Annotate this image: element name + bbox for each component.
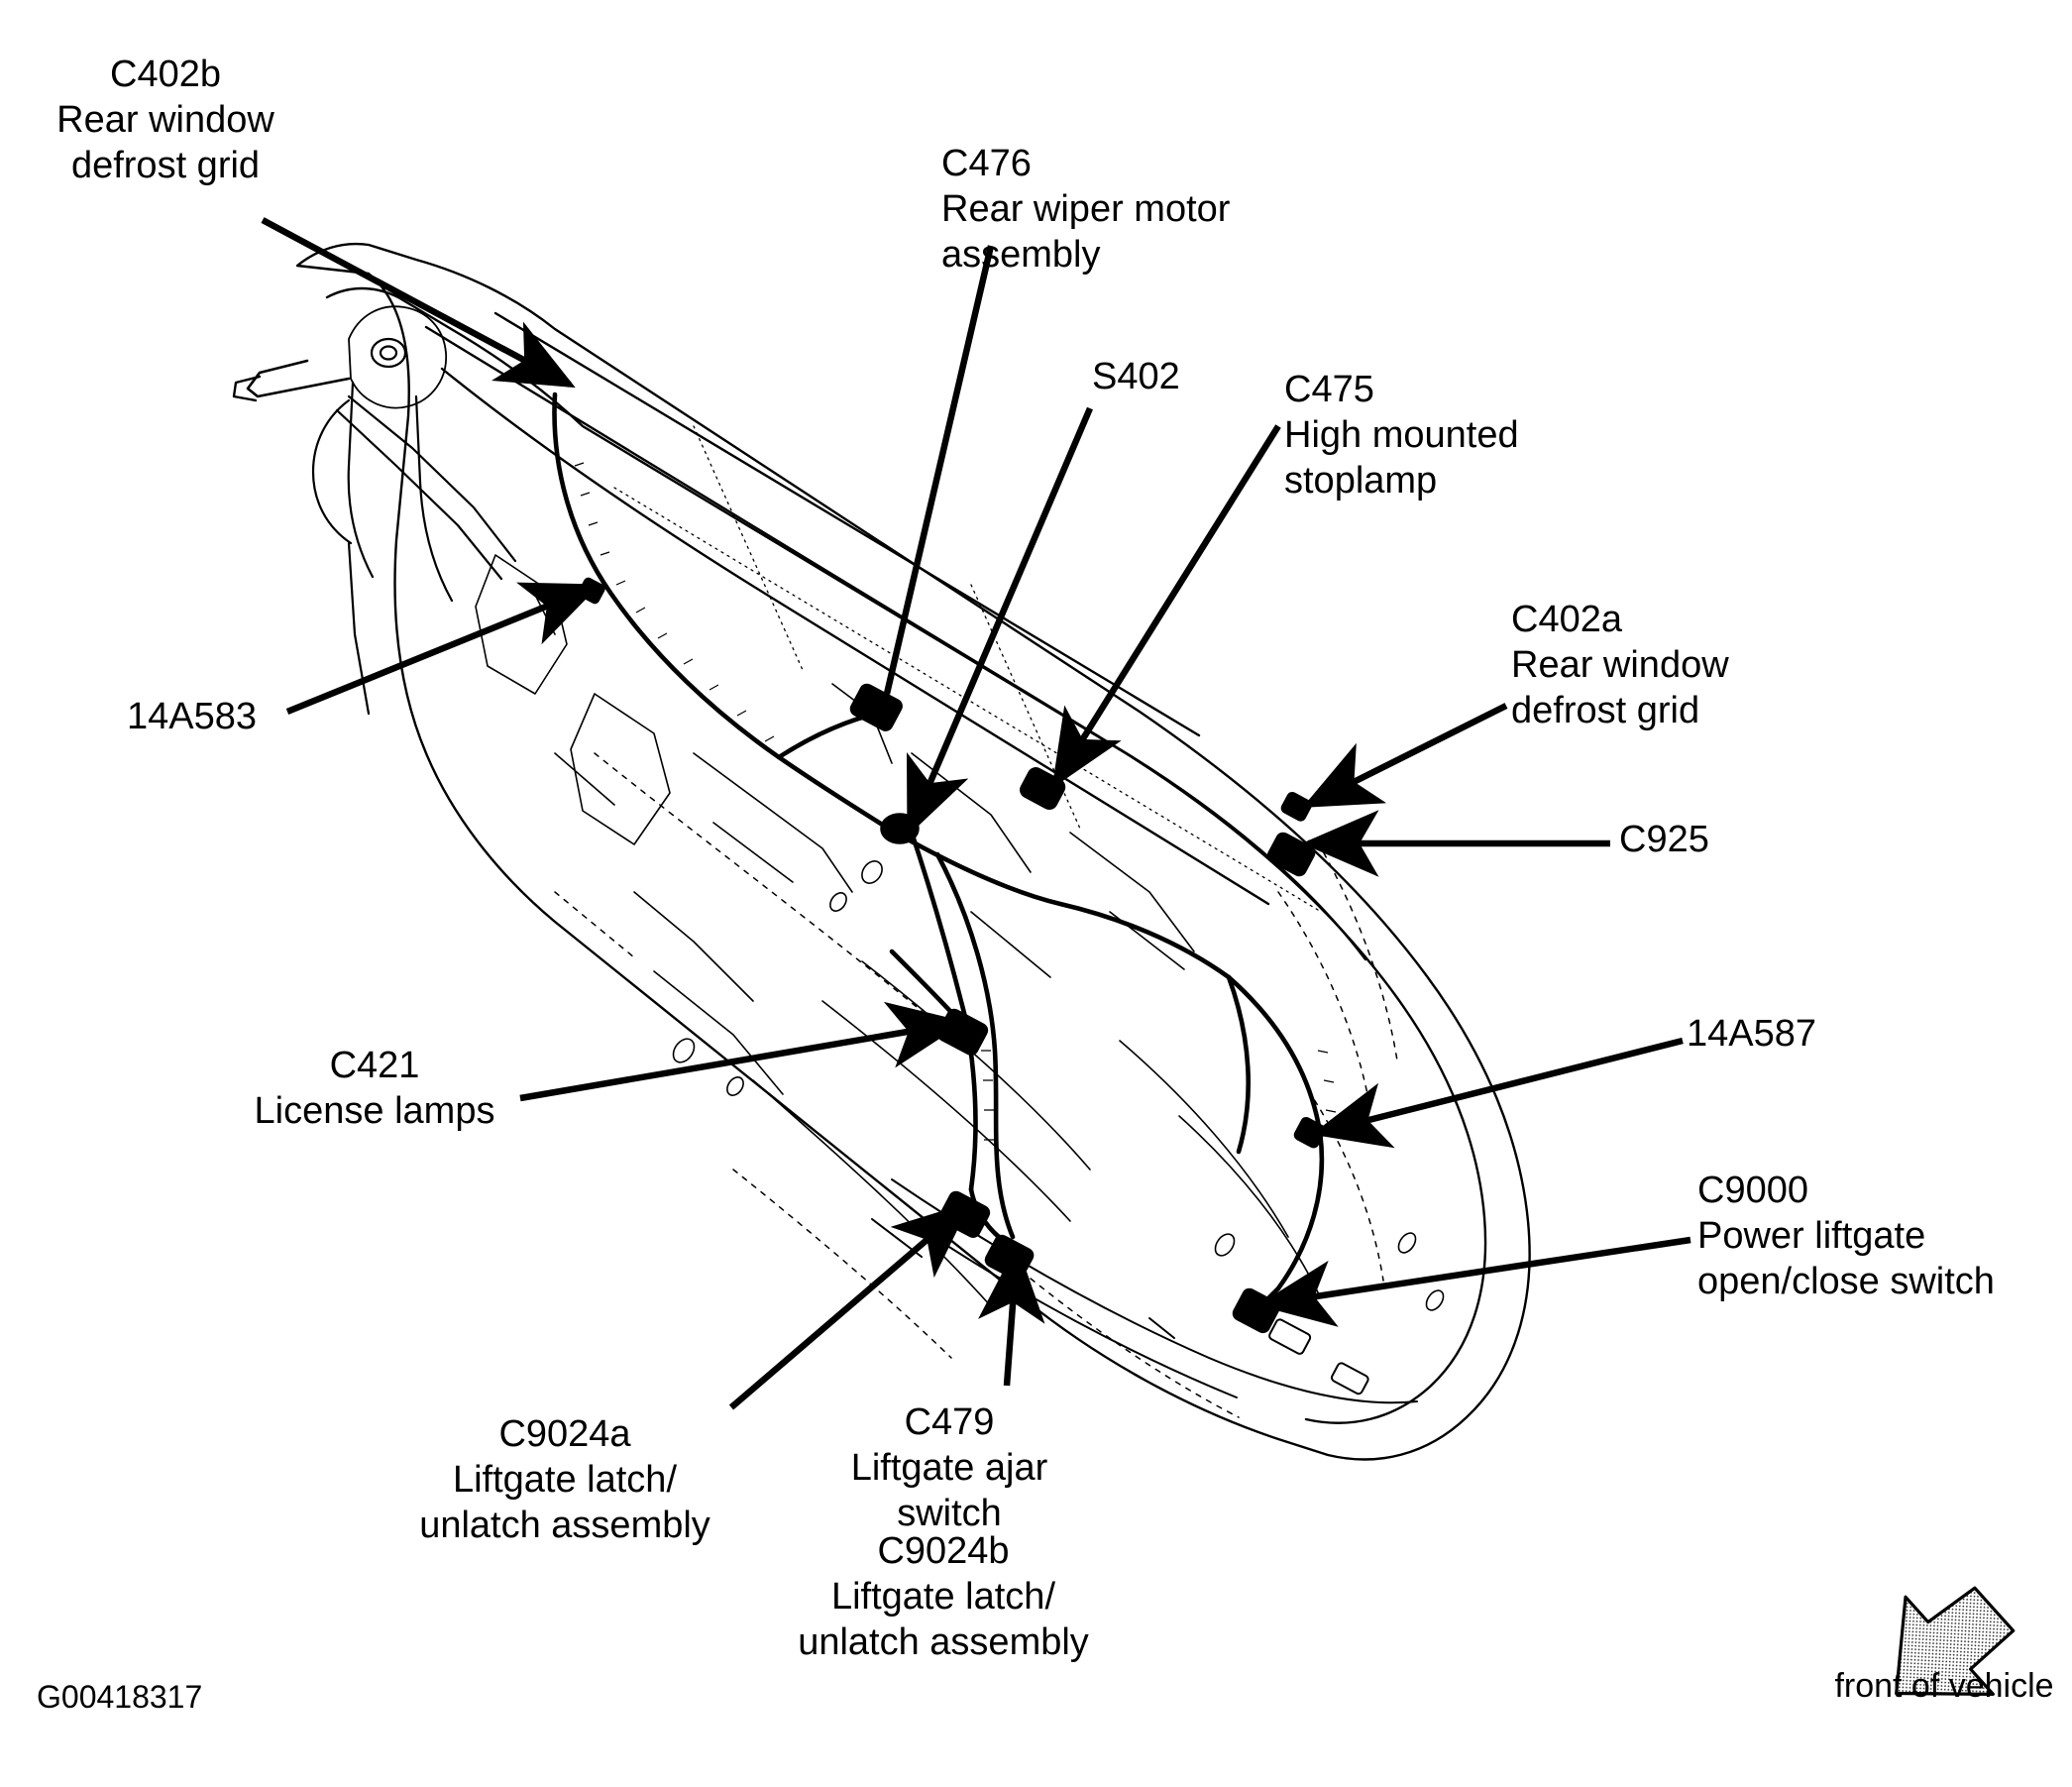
hinge-assembly — [232, 305, 517, 716]
leader-a14587 — [1311, 1037, 1684, 1149]
label-14a587: 14A587 — [1687, 1013, 1817, 1055]
leader-c9000 — [1256, 1236, 1691, 1327]
connector-c476 — [849, 683, 903, 731]
figure-code: G00418317 — [37, 1679, 203, 1715]
label-c9024b: C9024b Liftgate latch/ unlatch assembly — [798, 1530, 1089, 1663]
connector-c421 — [936, 1008, 989, 1056]
label-c476: C476 Rear wiper motor assembly — [941, 143, 1231, 276]
leader-s402 — [907, 406, 1093, 837]
label-c475: C475 High mounted stoplamp — [1284, 369, 1519, 502]
label-c9024a: C9024a Liftgate latch/ unlatch assembly — [419, 1413, 710, 1546]
leader-a14583 — [285, 582, 601, 716]
inner-panel-features — [475, 554, 1445, 1311]
leader-c402b — [261, 217, 576, 389]
connector-c925 — [1266, 832, 1316, 877]
leader-c475 — [1051, 424, 1281, 789]
label-c421: C421 License lamps — [254, 1045, 495, 1132]
connector-c402a — [1280, 792, 1312, 822]
front-of-vehicle-caption: front of vehicle — [1834, 1667, 2054, 1705]
wiring-harness — [552, 391, 1325, 1307]
hidden-edges — [554, 752, 1398, 1418]
label-c479: C479 Liftgate ajar switch — [850, 1401, 1048, 1534]
front-of-vehicle-arrow — [1895, 1586, 2016, 1696]
leader-c402a — [1302, 703, 1508, 808]
label-c925: C925 — [1619, 819, 1709, 860]
label-s402: S402 — [1092, 356, 1180, 397]
leader-c9024a — [728, 1201, 971, 1410]
leader-c479 — [978, 1244, 1045, 1387]
leader-lines — [261, 217, 1691, 1410]
label-c402b: C402b Rear window defrost grid — [56, 54, 274, 186]
label-14a583: 14A583 — [127, 696, 258, 737]
leader-c476 — [883, 245, 995, 695]
connector-c9024a — [938, 1190, 991, 1238]
label-c402a: C402a Rear window defrost grid — [1511, 599, 1729, 731]
leader-c421 — [519, 1001, 966, 1102]
connector-c479 — [984, 1234, 1035, 1282]
label-c9000: C9000 Power liftgate open/close switch — [1697, 1170, 1995, 1302]
